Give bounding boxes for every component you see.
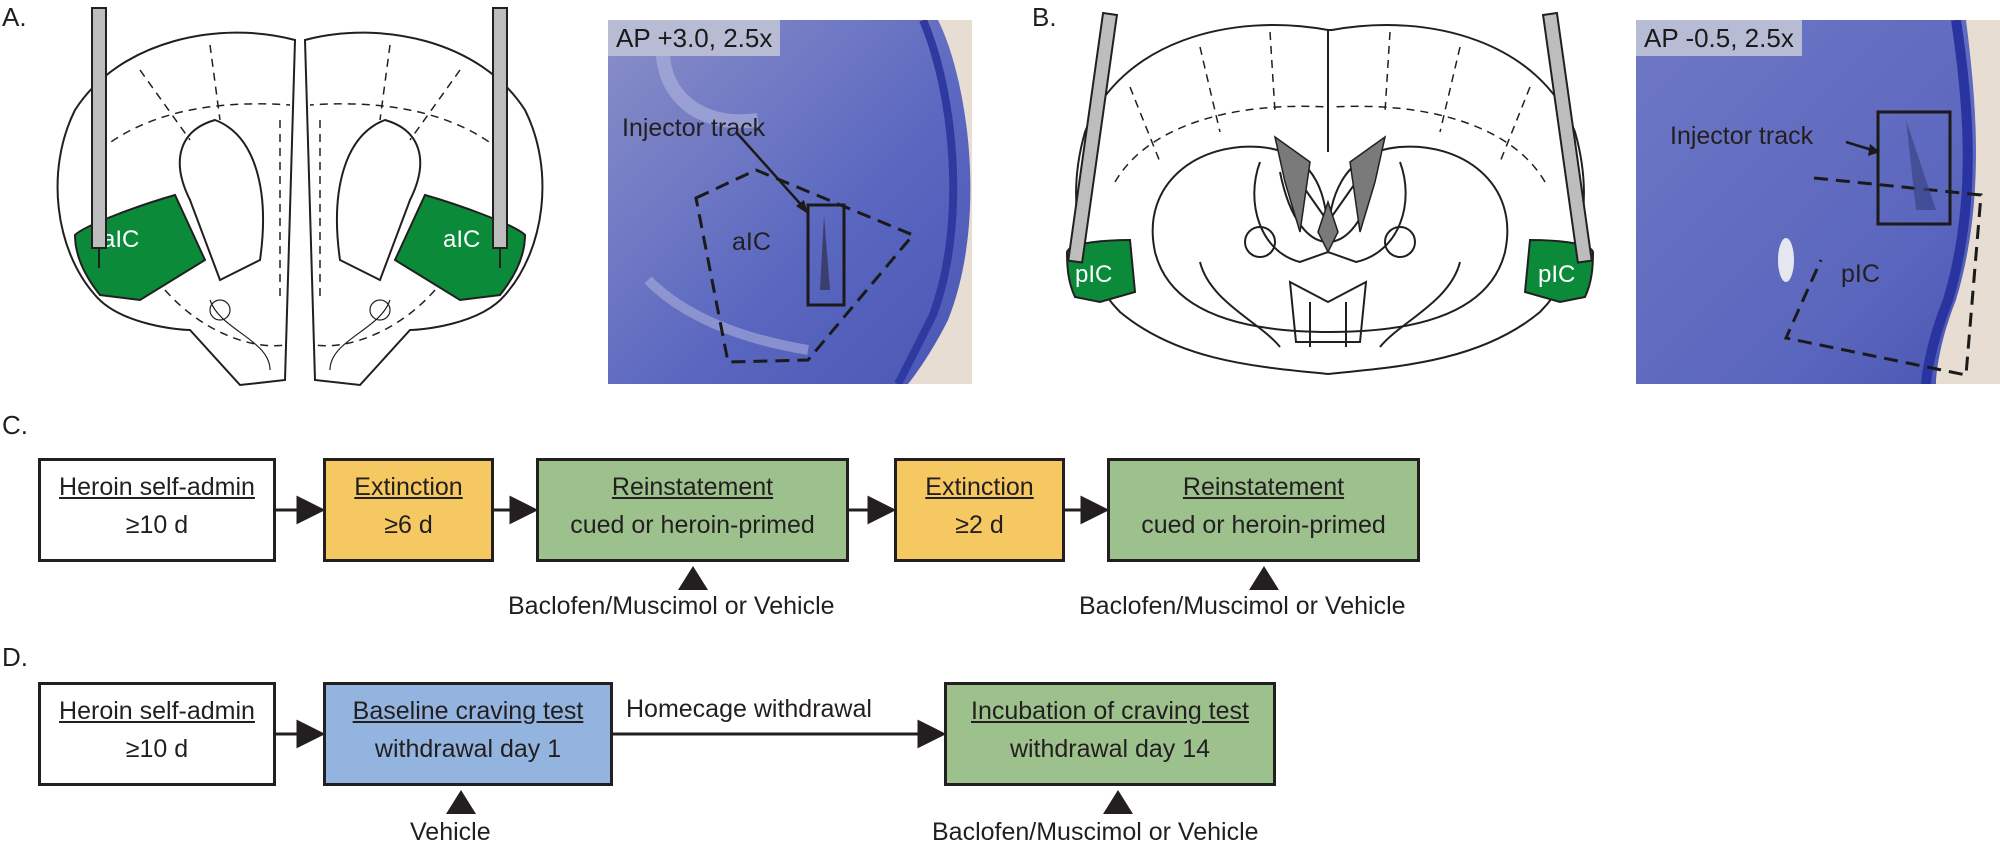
aic-boundary-micro [694,168,916,364]
step-detail: withdrawal day 14 [1009,735,1211,763]
panel-label-a: A. [2,2,27,32]
step-reinstatement-1: Reinstatement cued or heroin-primed [536,458,849,562]
step-baseline-craving-test: Baseline craving test withdrawal day 1 [323,682,613,786]
arrow-head [296,495,326,525]
arrow-head [867,495,897,525]
treatment-marker-c-1 [678,566,708,590]
step-detail: cued or heroin-primed [570,511,815,539]
region-label-aic-right: aIC [443,226,480,253]
treatment-marker-d-2 [1103,790,1133,814]
arrow-head [917,719,947,749]
injector-track-box-posterior [1876,110,1952,226]
treatment-label-d-2: Baclofen/Muscimol or Vehicle [932,818,1259,846]
step-detail: ≥10 d [125,511,189,539]
step-detail: ≥10 d [125,735,189,763]
atlas-section-posterior: pIC pIC [1065,11,1595,376]
region-label-aic-left: aIC [102,226,139,253]
treatment-marker-d-1 [446,790,476,814]
micrograph-posterior: AP -0.5, 2.5x Injector track pIC [1636,20,2000,384]
micrograph-caption-posterior: AP -0.5, 2.5x [1636,20,1802,56]
region-label-pic-micro: pIC [1841,260,1880,288]
step-detail: withdrawal day 1 [374,735,562,763]
step-title: Reinstatement [611,473,774,501]
step-incubation-craving-test: Incubation of craving test withdrawal da… [944,682,1276,786]
cannula-right [492,7,508,268]
treatment-label-c-1: Baclofen/Muscimol or Vehicle [508,592,835,620]
step-title: Heroin self-admin [59,697,255,725]
arrow-head [509,495,539,525]
step-title: Incubation of craving test [971,697,1249,725]
injector-track-box [806,203,846,307]
atlas-section-anterior: aIC aIC [56,7,544,387]
step-title: Heroin self-admin [59,473,255,501]
transition-label-homecage: Homecage withdrawal [626,695,872,723]
step-title: Extinction [925,473,1034,501]
injector-track-label-posterior: Injector track [1670,122,1814,150]
arrow-head [1080,495,1110,525]
panel-label-c: C. [2,410,28,440]
step-heroin-self-admin-c: Heroin self-admin ≥10 d [38,458,276,562]
micrograph-caption-anterior: AP +3.0, 2.5x [608,20,781,56]
step-heroin-self-admin-d: Heroin self-admin ≥10 d [38,682,276,786]
step-title: Baseline craving test [352,697,584,725]
step-title: Reinstatement [1182,473,1345,501]
panel-label-d: D. [2,642,28,672]
panel-label-b: B. [1032,2,1057,32]
region-label-aic-micro: aIC [732,228,771,256]
cannula-left [91,7,107,268]
region-label-pic-left: pIC [1075,261,1112,288]
arrow-head [296,719,326,749]
step-reinstatement-2: Reinstatement cued or heroin-primed [1107,458,1420,562]
treatment-label-c-2: Baclofen/Muscimol or Vehicle [1079,592,1406,620]
step-detail: ≥6 d [384,511,433,539]
injector-track-label-anterior: Injector track [622,114,766,142]
cannula-right-posterior [1541,11,1593,264]
step-extinction-1: Extinction ≥6 d [323,458,494,562]
step-detail: ≥2 d [955,511,1004,539]
micrograph-anterior: AP +3.0, 2.5x Injector track aIC [608,20,972,384]
treatment-marker-c-2 [1249,566,1279,590]
step-detail: cued or heroin-primed [1141,511,1386,539]
cannula-left-posterior [1067,11,1119,264]
treatment-label-d-1: Vehicle [410,818,491,846]
region-label-pic-right: pIC [1538,261,1575,288]
step-title: Extinction [354,473,463,501]
